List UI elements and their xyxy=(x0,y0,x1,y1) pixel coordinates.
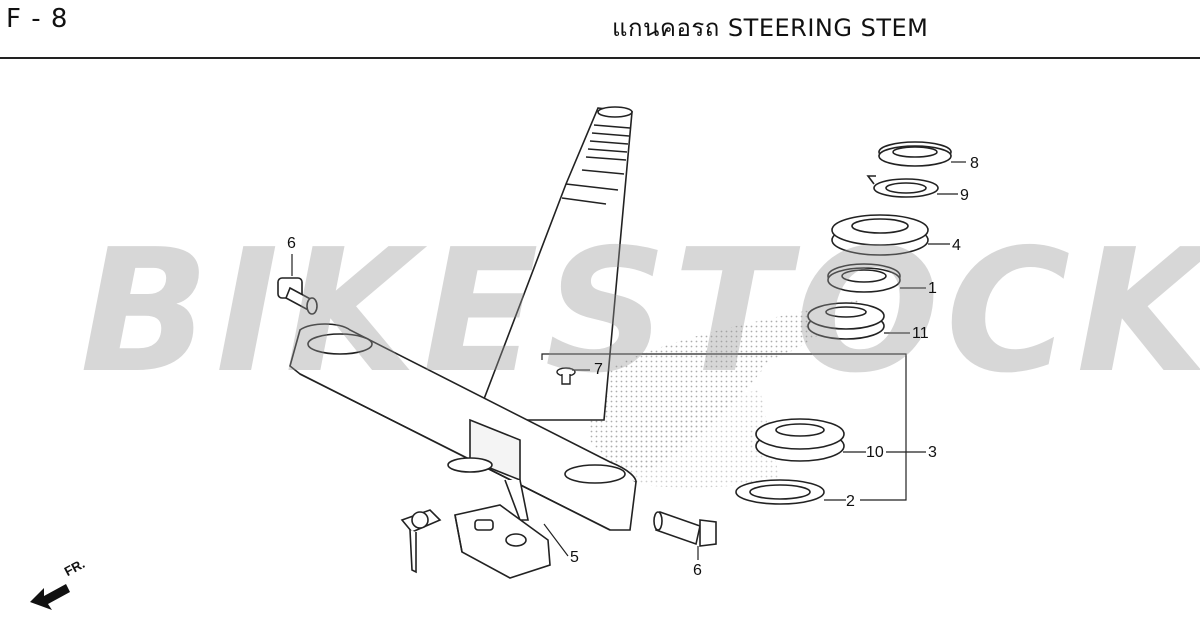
callout-7: 7 xyxy=(594,361,603,378)
callout-9: 9 xyxy=(960,187,969,204)
bolt-part-6-left xyxy=(277,277,318,315)
callout-10: 10 xyxy=(866,444,884,461)
callout-2: 2 xyxy=(846,493,855,510)
callout-5: 5 xyxy=(570,549,579,566)
page-title: แกนคอรถ STEERING STEM xyxy=(612,14,929,42)
brand-wing-mark xyxy=(590,300,860,488)
callout-6-left: 6 xyxy=(287,235,296,252)
steering-lock-assembly xyxy=(400,504,551,579)
dust-seal-part-2 xyxy=(735,479,825,505)
callout-8: 8 xyxy=(970,155,979,172)
steering-stem-shaft xyxy=(474,106,633,421)
bearing-part-10 xyxy=(755,418,845,462)
callout-3: 3 xyxy=(928,444,937,461)
callout-6-bottom: 6 xyxy=(693,562,702,579)
callout-4: 4 xyxy=(952,237,961,254)
lock-washer-part-9 xyxy=(866,175,939,198)
callout-1: 1 xyxy=(928,280,937,297)
bolt-part-6-bottom xyxy=(653,510,717,547)
callout-11: 11 xyxy=(912,325,929,342)
screw-part-7 xyxy=(556,367,576,385)
page-code: F - 8 xyxy=(6,4,69,34)
bearing-part-11 xyxy=(807,302,885,340)
adjusting-nut-part-4 xyxy=(831,214,929,256)
header-divider xyxy=(0,57,1200,59)
dust-seal-part-1 xyxy=(827,263,901,293)
leader-lines xyxy=(291,161,966,560)
steering-stem-lower-bridge xyxy=(289,323,637,531)
lock-nut-part-8 xyxy=(878,141,952,167)
arrow-down-left-icon xyxy=(30,584,70,610)
